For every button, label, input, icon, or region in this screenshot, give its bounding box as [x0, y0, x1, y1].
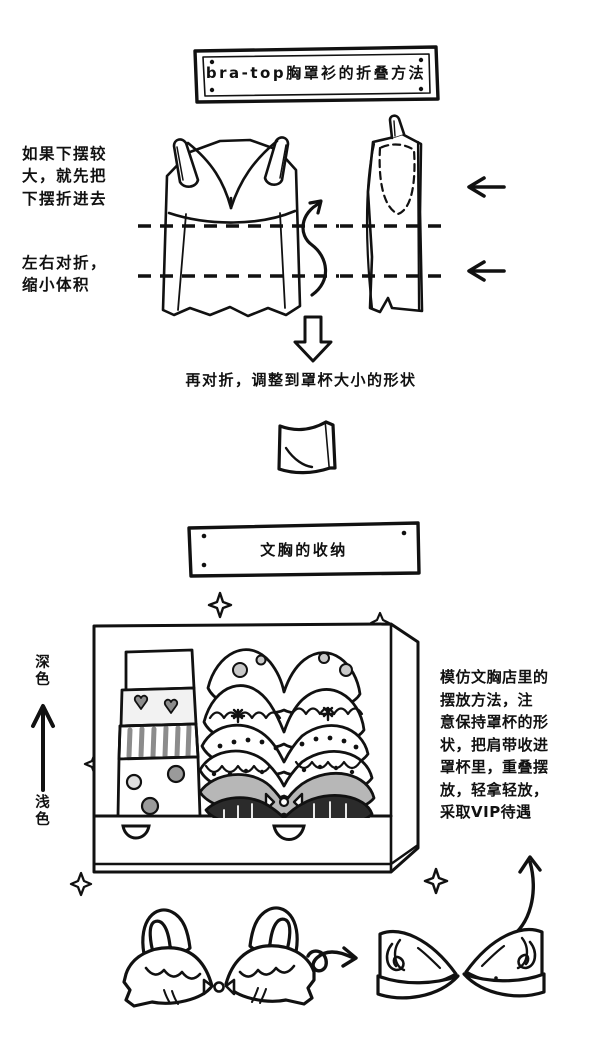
- banner-fold-method-label: bra-top胸罩衫的折叠方法: [205, 64, 427, 82]
- arrow-down-hollow: [292, 314, 334, 364]
- note-storage-method: 模仿文胸店里的 摆放方法，注 意保持罩杯的形 状，把肩带收进 罩杯里，重叠摆 放…: [440, 668, 549, 821]
- fold-line-upper-right: [338, 222, 443, 230]
- caption-fold-again: 再对折，调整到罩杯大小的形状: [185, 371, 417, 389]
- banner-frame-icon: [193, 45, 440, 104]
- arrow-curly-right: [302, 940, 366, 984]
- storage-drawer: [88, 614, 428, 886]
- banner-frame-icon-2: [187, 521, 421, 578]
- bra-straps-tucked: [366, 900, 556, 1030]
- garment-front: [130, 110, 345, 320]
- sparkle-icon-4: [69, 871, 93, 897]
- arrow-up-shade: [30, 700, 56, 792]
- arrow-left-lower: [465, 258, 507, 284]
- banner-fold-method: bra-top胸罩衫的折叠方法: [192, 44, 440, 104]
- folded-result-square: [272, 412, 342, 482]
- sparkle-icon-5: [423, 867, 449, 895]
- arrow-left-upper: [465, 174, 507, 200]
- banner-bra-storage: 文胸的收纳: [186, 520, 422, 578]
- fold-line-lower-left: [136, 272, 341, 280]
- garment-folded: [350, 112, 460, 317]
- banner-bra-storage-label: 文胸的收纳: [260, 541, 348, 559]
- bra-open: [112, 898, 328, 1038]
- fold-line-lower-right: [338, 272, 443, 280]
- fold-line-upper-left: [136, 222, 341, 230]
- arrow-s-curve: [292, 165, 340, 300]
- note-fold-hem: 如果下摆较 大，就先把 下摆折进去: [22, 145, 108, 208]
- label-light-color: 浅色: [35, 795, 51, 828]
- sparkle-icon-1: [207, 591, 233, 619]
- note-fold-sides: 左右对折， 缩小体积: [22, 254, 108, 295]
- label-dark-color: 深色: [35, 655, 51, 688]
